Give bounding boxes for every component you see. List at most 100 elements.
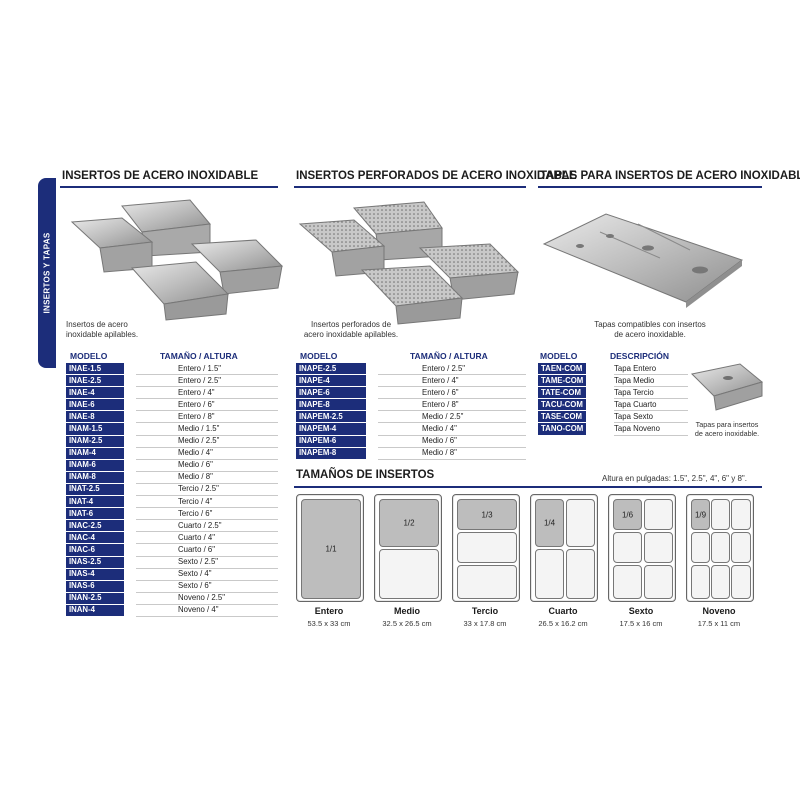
tamanos-title: TAMAÑOS DE INSERTOS: [296, 469, 435, 481]
row-gap: [124, 423, 136, 435]
model-description: Noveno / 2.5": [136, 592, 278, 605]
model-description: Medio / 8": [378, 447, 526, 460]
model-description: Tapa Noveno: [614, 422, 688, 436]
row-gap: [586, 411, 614, 423]
size-dimensions: 26.5 x 16.2 cm: [538, 619, 588, 628]
model-code: INAE-1.5: [66, 363, 124, 376]
model-code: INAPEM-4: [296, 422, 366, 436]
model-description: Noveno / 4": [136, 604, 278, 617]
row-gap: [124, 483, 136, 495]
row-gap: [366, 411, 378, 423]
row-gap: [124, 447, 136, 459]
model-description: Tapa Cuarto: [614, 398, 688, 412]
row-gap: [586, 399, 614, 411]
table-row: INAPE-6 Entero / 6": [296, 386, 526, 400]
size-cell: [711, 532, 730, 563]
model-description: Medio / 4": [378, 422, 526, 436]
model-description: Entero / 4": [136, 386, 278, 400]
row-gap: [586, 423, 614, 435]
size-fraction: 1/6: [621, 510, 634, 519]
row-gap: [124, 592, 136, 604]
model-description: Tapa Medio: [614, 374, 688, 388]
model-description: Cuarto / 2.5": [136, 519, 278, 533]
row-gap: [124, 604, 136, 616]
row-gap: [124, 471, 136, 483]
size-cell: [711, 499, 730, 530]
model-description: Medio / 8": [136, 471, 278, 484]
model-code: INAE-4: [66, 386, 124, 400]
row-gap: [124, 544, 136, 556]
size-cell: [613, 532, 642, 563]
size-fraction: 1/4: [543, 518, 556, 528]
model-code: TACU-COM: [538, 398, 586, 412]
size-cell: [644, 532, 673, 563]
model-description: Medio / 2.5": [136, 435, 278, 448]
tapas-col-desc: DESCRIPCIÓN: [610, 351, 670, 361]
model-code: INAPE-8: [296, 398, 366, 412]
size-pan-tercio: 1/3: [452, 494, 520, 602]
model-code: INAN-2.5: [66, 592, 124, 605]
model-description: Entero / 2.5": [136, 374, 278, 388]
table-row: INAN-2.5 Noveno / 2.5": [66, 592, 278, 605]
model-code: TASE-COM: [538, 410, 586, 424]
model-description: Medio / 4": [136, 447, 278, 460]
size-cell: [691, 532, 710, 563]
table-row: TATE-COM Tapa Tercio: [538, 386, 688, 400]
row-gap: [124, 568, 136, 580]
size-fraction: 1/3: [481, 510, 493, 519]
row-gap: [124, 375, 136, 387]
model-code: INAE-6: [66, 398, 124, 412]
row-gap: [124, 520, 136, 532]
size-cell: 1/2: [379, 499, 439, 547]
size-pan-sexto: 1/6: [608, 494, 676, 602]
model-description: Sexto / 6": [136, 580, 278, 593]
size-name: Tercio: [471, 606, 499, 616]
model-description: Entero / 8": [136, 410, 278, 424]
model-code: INAPE-4: [296, 374, 366, 388]
model-description: Medio / 1.5": [136, 422, 278, 436]
size-cell: [566, 549, 595, 599]
tapa-small-illustration: [690, 363, 764, 411]
row-gap: [124, 496, 136, 508]
tapas-illustration: [542, 213, 744, 308]
row-gap: [366, 435, 378, 447]
model-code: INAM-4: [66, 447, 124, 460]
row-gap: [586, 375, 614, 387]
model-description: Sexto / 2.5": [136, 556, 278, 569]
model-code: INAPE-2.5: [296, 363, 366, 376]
model-code: INAE-8: [66, 410, 124, 424]
tapas-col-model: MODELO: [540, 351, 578, 361]
row-gap: [366, 399, 378, 411]
size-cell: [457, 532, 517, 563]
model-description: Entero / 6": [378, 386, 526, 400]
model-code: INAT-4: [66, 495, 124, 509]
model-description: Tapa Sexto: [614, 410, 688, 424]
size-cell: 1/1: [301, 499, 361, 599]
model-code: INAPEM-2.5: [296, 410, 366, 424]
tapas-rule: [538, 186, 762, 188]
side-tab: INSERTOS Y TAPAS: [38, 178, 56, 368]
model-code: TATE-COM: [538, 386, 586, 400]
row-gap: [124, 387, 136, 399]
model-code: INAPE-6: [296, 386, 366, 400]
model-code: INAS-6: [66, 580, 124, 593]
insertos-col-model: MODELO: [70, 351, 108, 361]
model-code: INAT-6: [66, 507, 124, 521]
model-code: INAPEM-8: [296, 447, 366, 460]
table-row: TACU-COM Tapa Cuarto: [538, 398, 688, 412]
model-description: Tapa Tercio: [614, 386, 688, 400]
row-gap: [124, 556, 136, 568]
model-code: INAS-2.5: [66, 556, 124, 569]
insertos-col-size: TAMAÑO / ALTURA: [160, 351, 238, 361]
size-cell: [691, 565, 710, 599]
size-cell: 1/4: [535, 499, 564, 547]
